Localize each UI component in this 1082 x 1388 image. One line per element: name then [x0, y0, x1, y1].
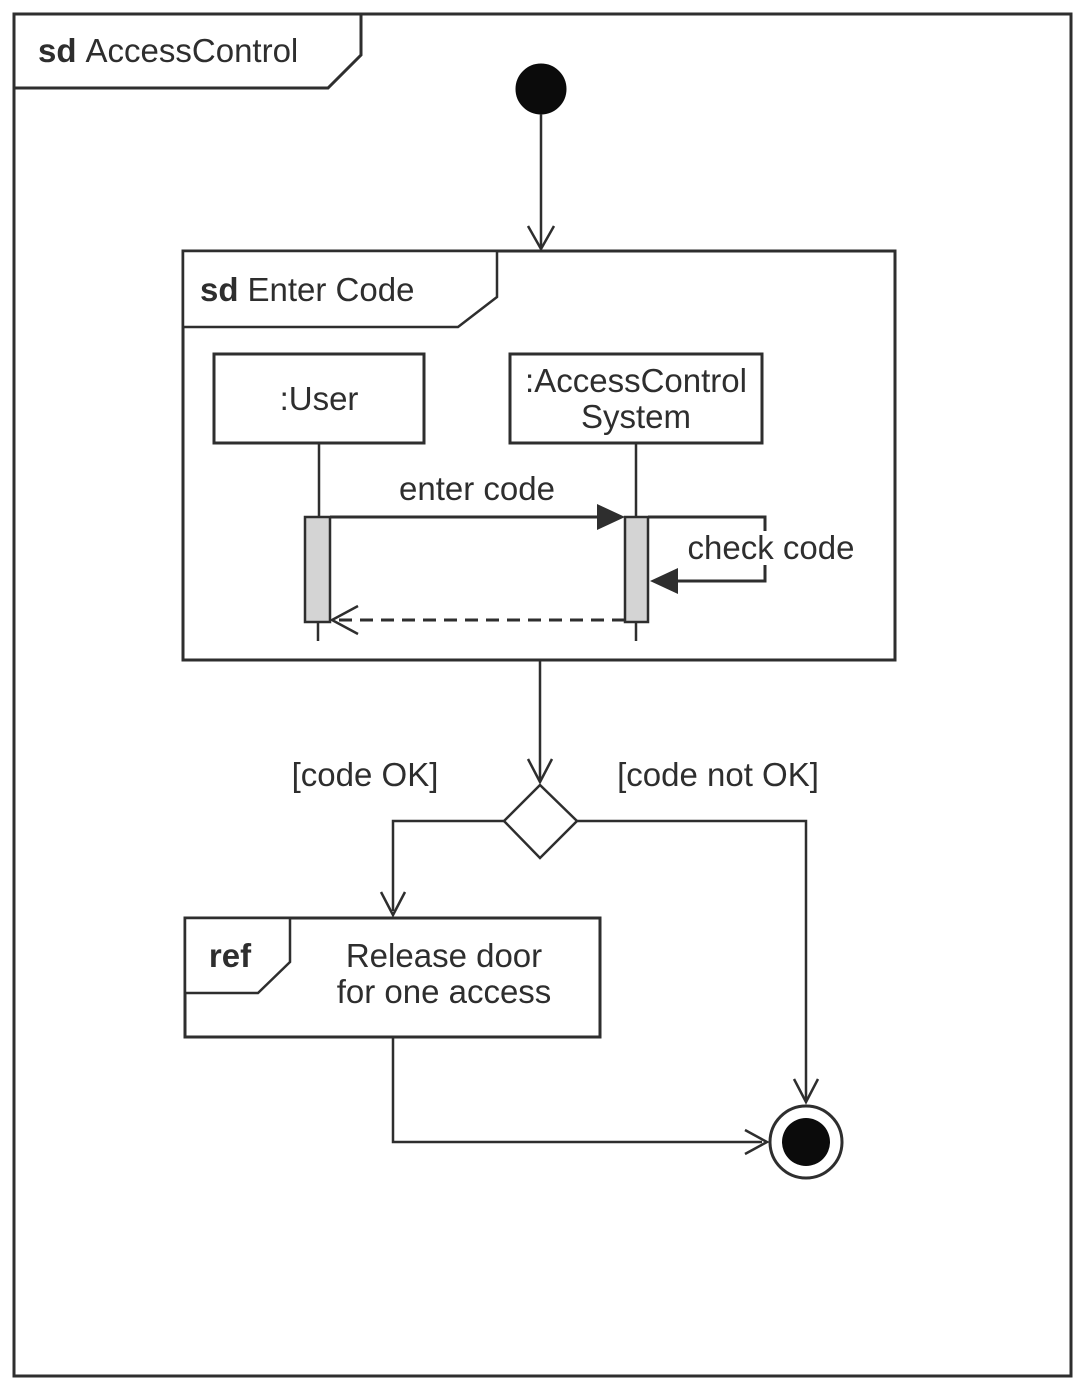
message-label-enter-code: enter code: [399, 470, 555, 507]
inner-frame-title-text: Enter Code: [247, 270, 415, 308]
lifeline-name-accesscontrolsystem: :AccessControl System: [510, 354, 762, 443]
open-arrowhead-reply: [329, 604, 359, 636]
outer-frame: [12, 12, 1073, 1378]
ref-fragment-label: Release door for one access: [288, 938, 600, 1010]
outer-frame-keyword: sd: [38, 32, 77, 69]
initial-node-icon: [515, 63, 567, 115]
ref-keyword: ref: [208, 936, 252, 974]
edge-ref-to-final: [391, 1037, 762, 1144]
decision-diamond-icon: [502, 783, 579, 860]
lifeline-name-user: :User: [214, 354, 424, 443]
outer-frame-title: sd AccessControl: [38, 14, 298, 88]
open-arrowhead-into-final-left: [744, 1128, 770, 1156]
inner-frame-keyword: sd: [200, 270, 239, 308]
outer-frame-title-text: AccessControl: [85, 32, 299, 69]
filled-arrowhead-enter-code: [597, 504, 625, 530]
edge-code-ok: [391, 819, 504, 911]
inner-frame-pentagon: [181, 249, 499, 329]
outer-frame-pentagon: [12, 12, 363, 90]
final-node-icon: [782, 1118, 830, 1166]
lifeline-name-acs-line2: System: [580, 397, 692, 435]
activation-bar-accesscontrolsystem: [623, 515, 650, 624]
lifeline-name-user-text: :User: [279, 379, 359, 417]
message-label-check-code: check code: [681, 531, 861, 565]
activation-bar-user: [303, 515, 332, 624]
open-arrowhead-into-inner-frame: [526, 225, 556, 252]
inner-frame-title: sd Enter Code: [200, 252, 414, 327]
ref-pentagon: [183, 916, 292, 995]
ref-label-line2: for one access: [336, 973, 552, 1010]
edge-code-not-ok: [577, 819, 808, 1100]
filled-arrowhead-check-code: [650, 568, 678, 594]
guard-label-code-not-ok: [code not OK]: [617, 756, 819, 793]
lifeline-box-user: [212, 352, 426, 445]
guard-label-code-ok: [code OK]: [291, 756, 439, 793]
open-arrowhead-into-final-top: [792, 1078, 820, 1105]
ref-label-line1: Release door: [345, 937, 543, 974]
open-arrowhead-into-ref: [379, 891, 407, 918]
open-arrowhead-into-decision: [526, 758, 554, 785]
lifeline-name-acs-line1: :AccessControl: [525, 361, 747, 399]
